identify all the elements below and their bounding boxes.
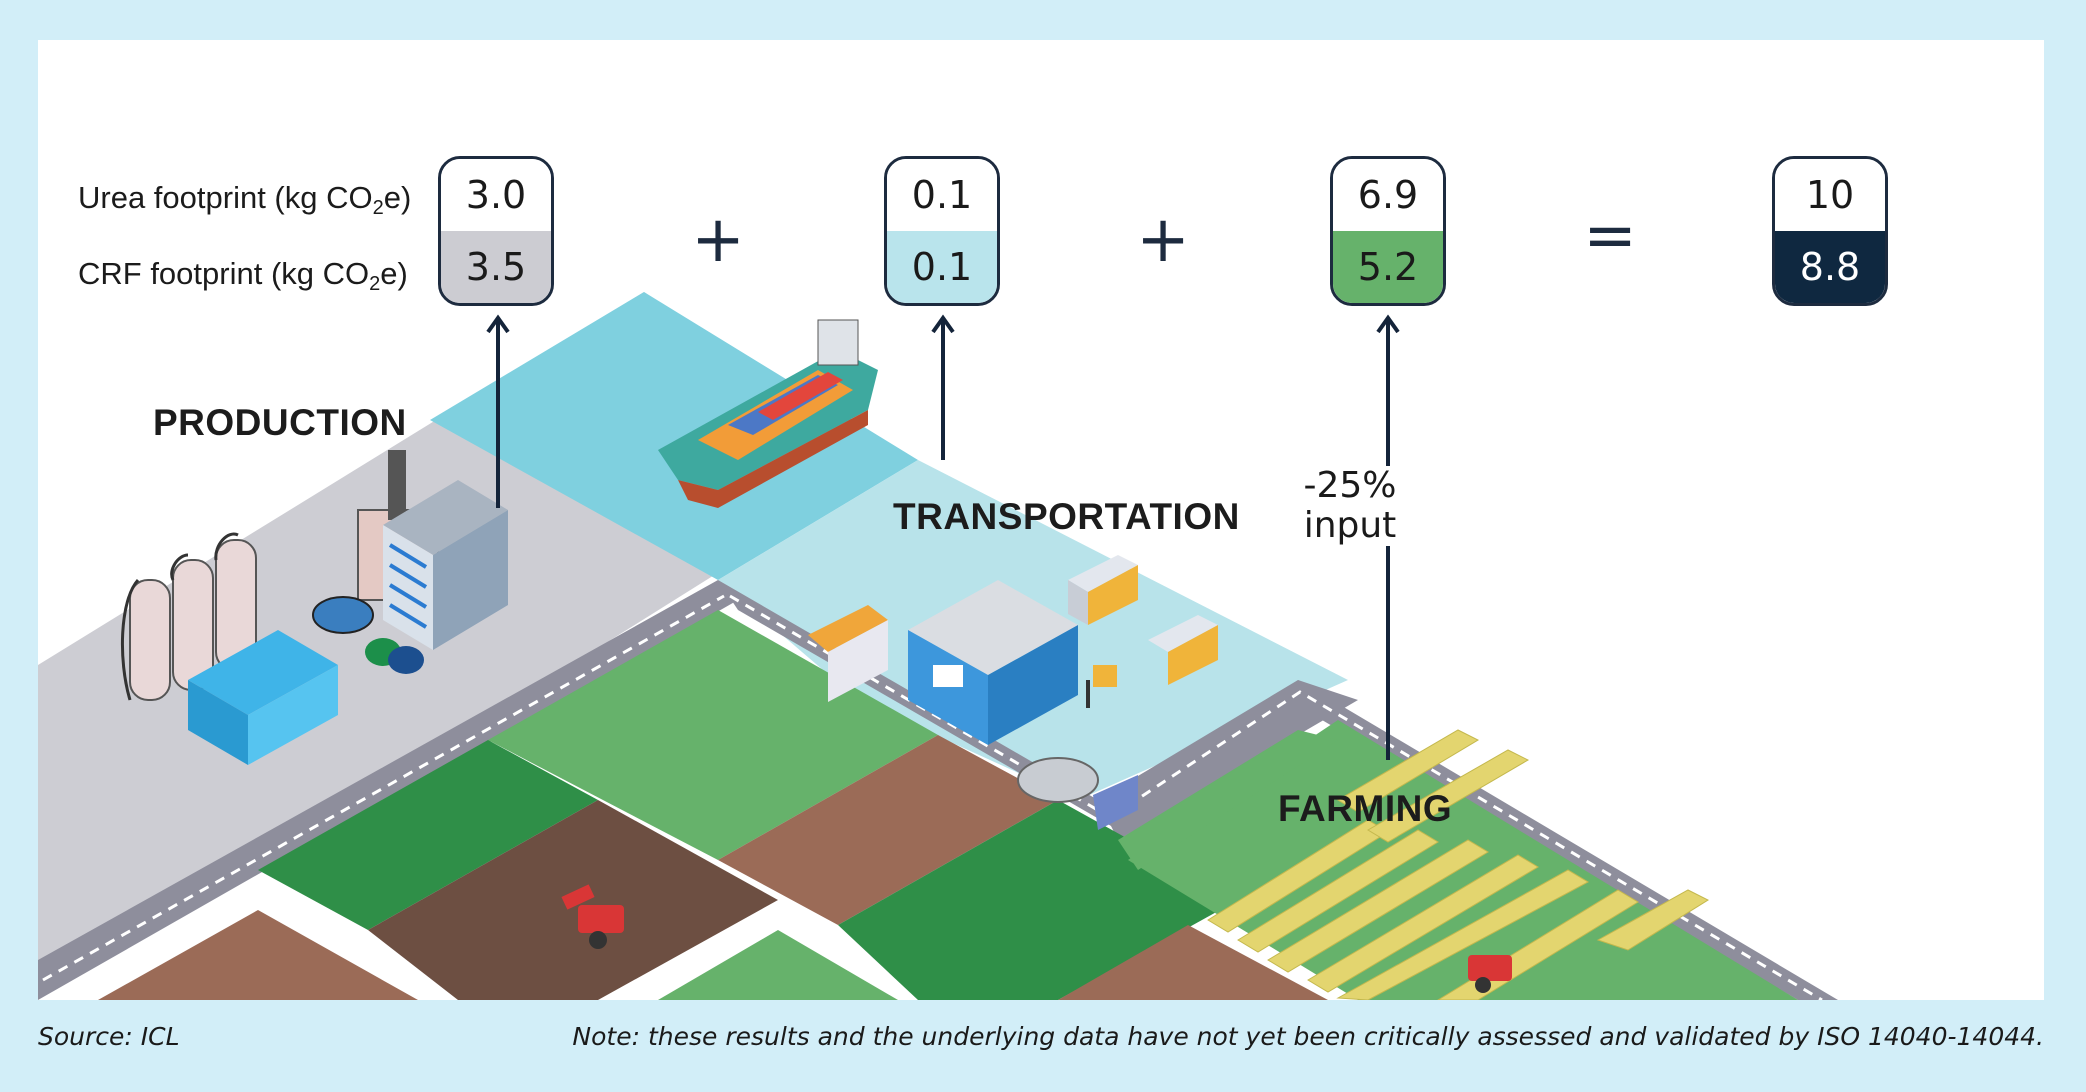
transportation-value-box: 0.1 0.1 — [884, 156, 1000, 306]
cargo-ship-icon — [658, 319, 878, 508]
equals-operator: = — [1583, 199, 1637, 273]
input-note-word: input — [1303, 505, 1397, 546]
crf-row-label: CRF footprint (kg CO2e) — [78, 256, 408, 295]
field-green-2 — [658, 930, 898, 1000]
crop-field-icon — [1207, 729, 1710, 1000]
tractor-icon — [561, 884, 1512, 993]
road-dash-left — [42, 594, 725, 982]
farming-value-box: 6.9 5.2 — [1330, 156, 1446, 306]
isometric-scene — [38, 292, 1838, 1000]
production-urea-value: 3.0 — [441, 159, 551, 231]
transportation-label: TRANSPORTATION — [893, 496, 1240, 537]
field-brown-2 — [98, 910, 418, 1000]
total-value-box: 10 8.8 — [1772, 156, 1888, 306]
road-dash-right — [1111, 690, 1823, 1000]
tanker-truck-icon — [1017, 757, 1138, 830]
plus-operator-1: + — [691, 203, 745, 277]
transportation-urea-value: 0.1 — [887, 159, 997, 231]
road-left — [38, 580, 738, 1000]
field-soil-2 — [1058, 925, 1328, 1000]
production-crf-value: 3.5 — [441, 231, 551, 303]
note-text: Note: these results and the underlying d… — [572, 1022, 2044, 1051]
transportation-crf-value: 0.1 — [887, 231, 997, 303]
plus-operator-2: + — [1136, 203, 1190, 277]
storage-tank-icon — [120, 532, 257, 701]
total-crf-value: 8.8 — [1775, 231, 1885, 303]
field-darkgreen-1 — [258, 740, 598, 930]
farming-crf-value: 5.2 — [1333, 231, 1443, 303]
forklift-icon — [1086, 665, 1117, 708]
farming-urea-value: 6.9 — [1333, 159, 1443, 231]
production-label: PRODUCTION — [153, 402, 407, 443]
urea-row-label: Urea footprint (kg CO2e) — [78, 180, 412, 219]
source-text: Source: ICL — [38, 1022, 180, 1051]
input-note-percent: -25% — [1303, 465, 1397, 506]
field-green-1 — [488, 610, 938, 860]
diagram-canvas: Urea footprint (kg CO2e) CRF footprint (… — [38, 40, 2044, 1000]
field-soil-1 — [718, 735, 1058, 925]
truck-icon — [808, 555, 1218, 702]
road-right-up — [1098, 680, 1358, 840]
sea-zone — [430, 292, 918, 580]
field-crop-zone-2 — [1118, 730, 1338, 870]
total-urea-value: 10 — [1775, 159, 1885, 231]
farming-label: FARMING — [1278, 788, 1453, 829]
factory-icon — [188, 450, 508, 765]
warehouse-icon — [908, 580, 1078, 745]
farming-input-note: -25% input — [1280, 466, 1420, 546]
production-value-box: 3.0 3.5 — [438, 156, 554, 306]
